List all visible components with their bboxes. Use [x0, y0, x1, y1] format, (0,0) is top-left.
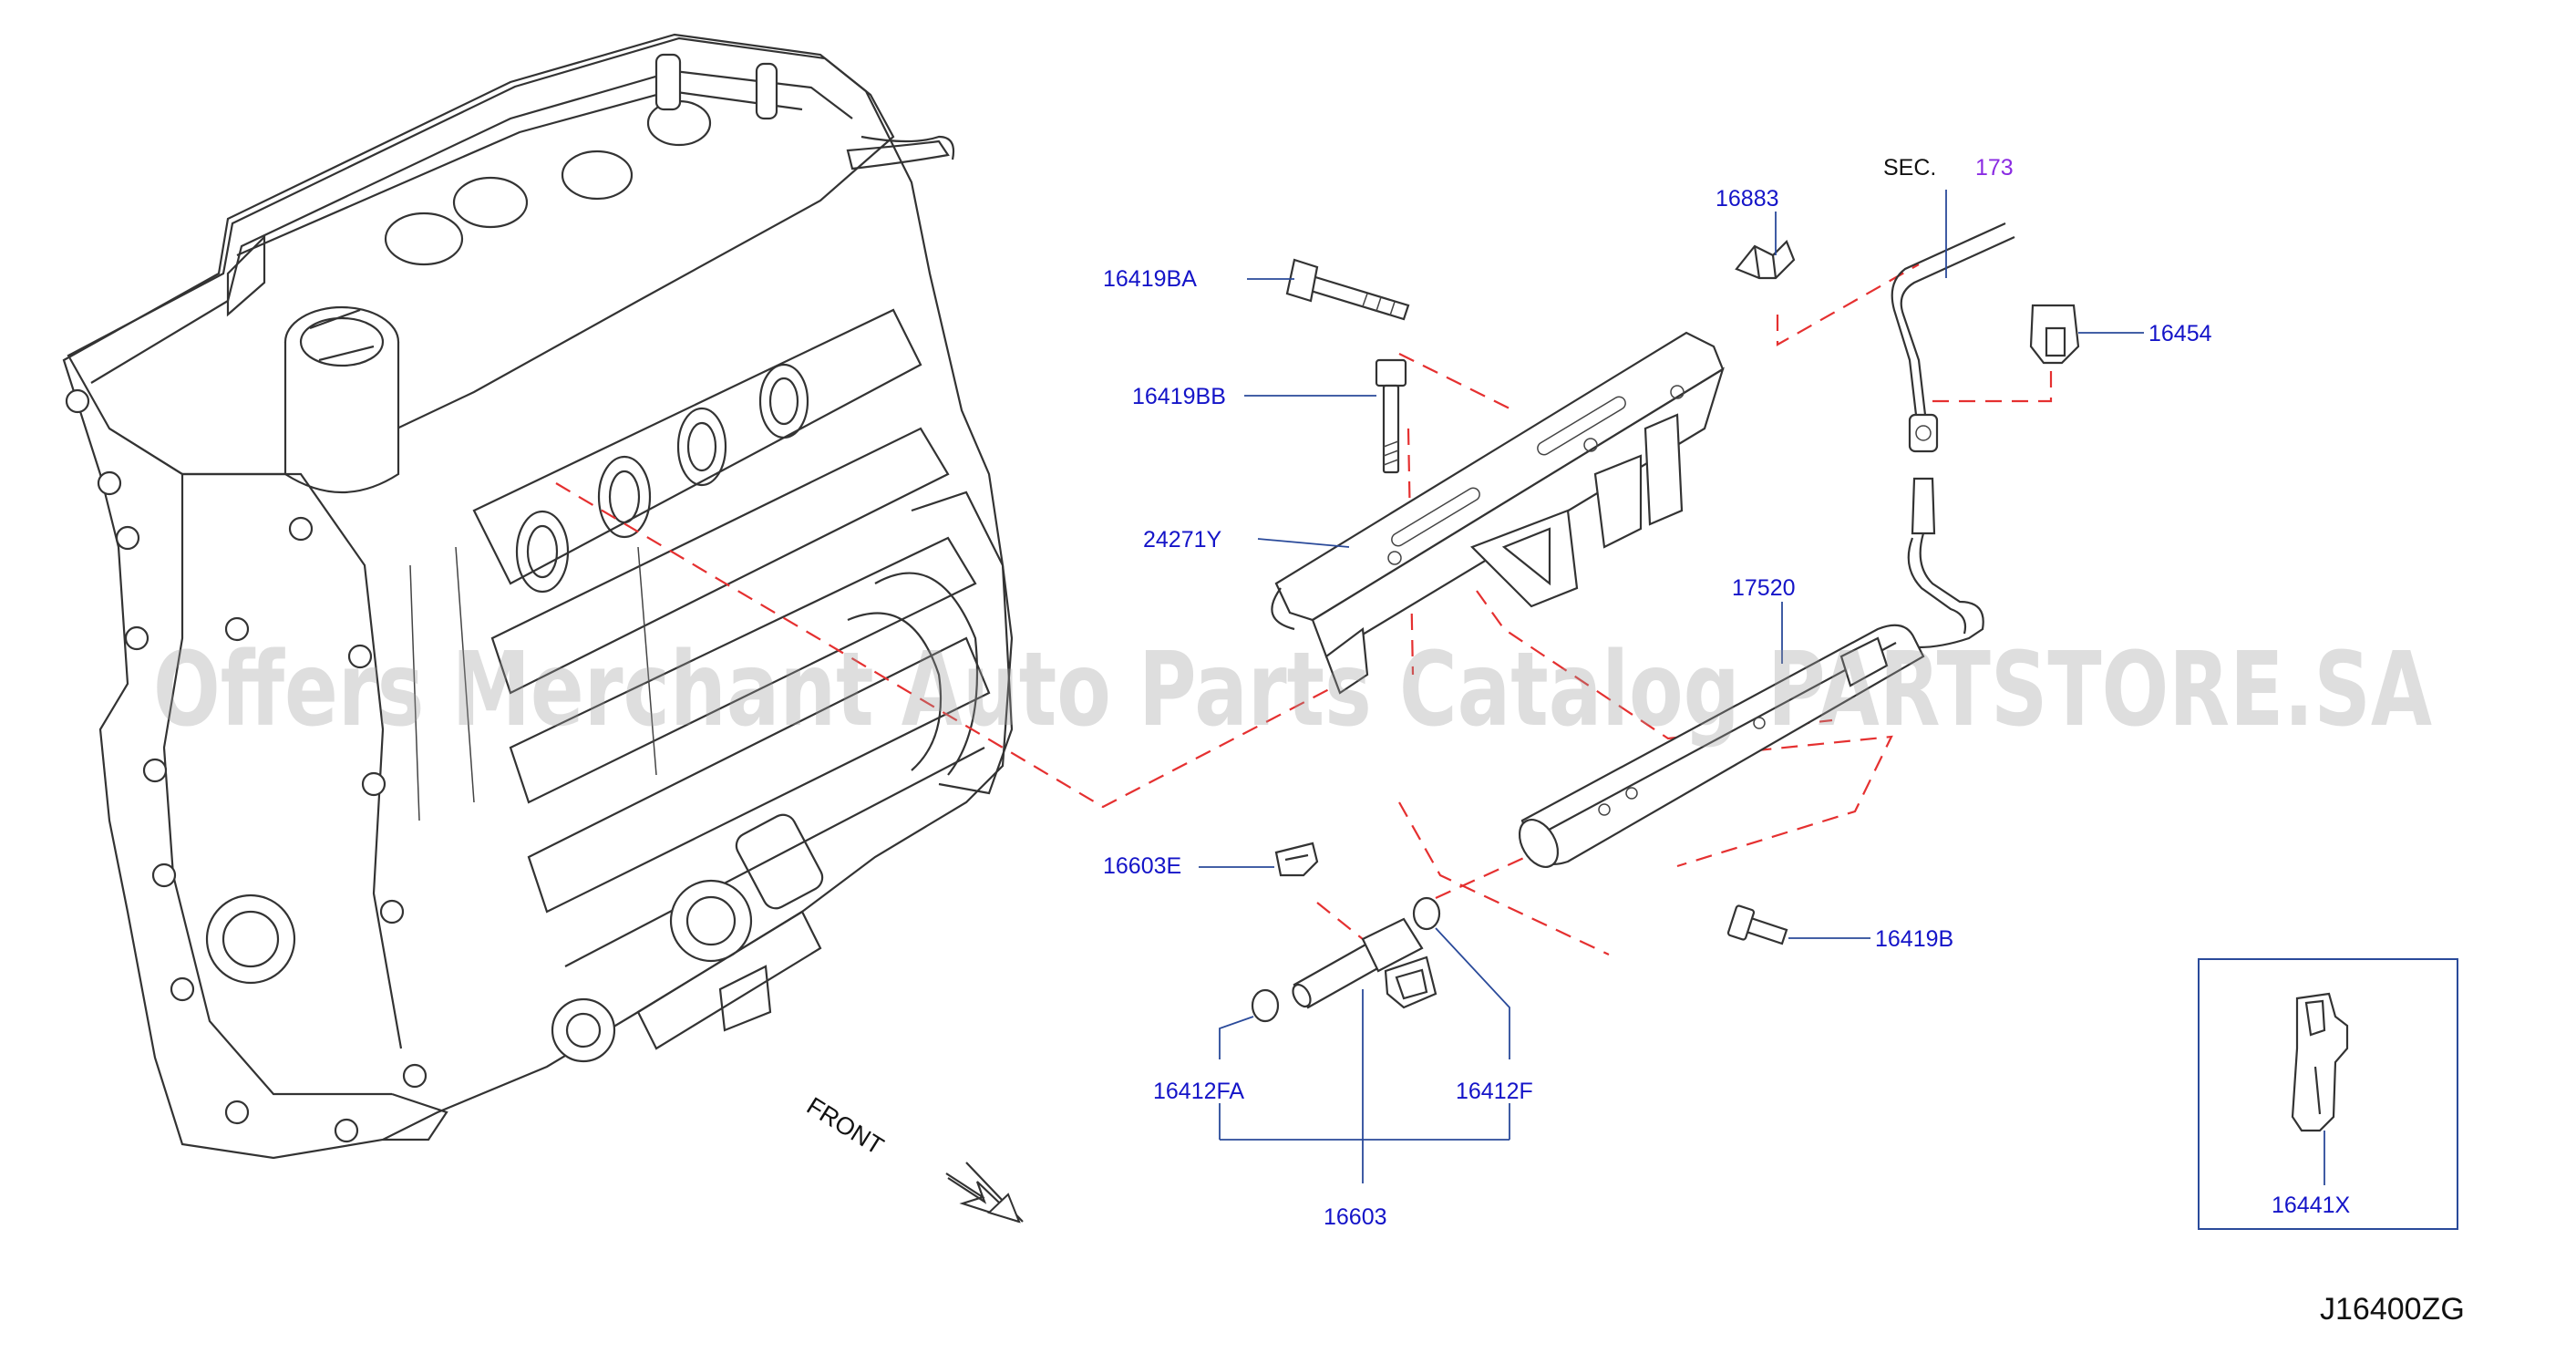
clip-16454-drawing — [2029, 304, 2080, 365]
front-arrow-icon — [945, 1162, 1024, 1224]
fuel-pipe-drawing — [1877, 222, 2015, 649]
part-label-16412f[interactable]: 16412F — [1456, 1079, 1533, 1104]
section-ref-number[interactable]: 173 — [1975, 155, 2014, 181]
part-label-16454[interactable]: 16454 — [2148, 321, 2212, 346]
fuel-rail-17520-drawing — [1518, 624, 1925, 868]
part-label-16419b[interactable]: 16419B — [1875, 926, 1953, 952]
bolt-16419ba-drawing — [1285, 258, 1410, 321]
part-label-16419bb[interactable]: 16419BB — [1132, 384, 1226, 409]
injector-16603-drawing — [1292, 917, 1437, 1009]
diagram-code: J16400ZG — [2320, 1292, 2465, 1327]
part-label-17520[interactable]: 17520 — [1732, 575, 1796, 601]
leader-lines — [1199, 190, 2144, 1183]
part-label-16412fa[interactable]: 16412FA — [1153, 1079, 1244, 1104]
part-label-16419ba[interactable]: 16419BA — [1103, 266, 1197, 292]
front-label: FRONT — [802, 1092, 889, 1161]
clip-16603e-drawing — [1274, 842, 1319, 877]
bolt-16419b-drawing — [1726, 904, 1788, 945]
bracket-24271y-drawing — [1271, 331, 1725, 695]
part-label-16603e[interactable]: 16603E — [1103, 853, 1181, 879]
watermark-text: Offers Merchant Auto Parts Catalog PARTS… — [153, 631, 2432, 749]
part-label-24271y[interactable]: 24271Y — [1143, 527, 1222, 553]
engine-bolts — [65, 388, 428, 1143]
bolt-16419bb-drawing — [1375, 358, 1407, 474]
detail-box-16441x — [2198, 958, 2458, 1230]
dashed-callout-lines — [555, 263, 2053, 955]
part-label-16883[interactable]: 16883 — [1716, 186, 1779, 212]
part-label-16603[interactable]: 16603 — [1324, 1204, 1387, 1230]
section-ref-prefix: SEC. — [1883, 155, 1936, 181]
clip-16883-drawing — [1735, 240, 1796, 280]
o-rings-drawing — [1251, 896, 1441, 1023]
engine-assembly-drawing — [62, 33, 1014, 1160]
part-label-16441x[interactable]: 16441X — [2272, 1193, 2351, 1218]
